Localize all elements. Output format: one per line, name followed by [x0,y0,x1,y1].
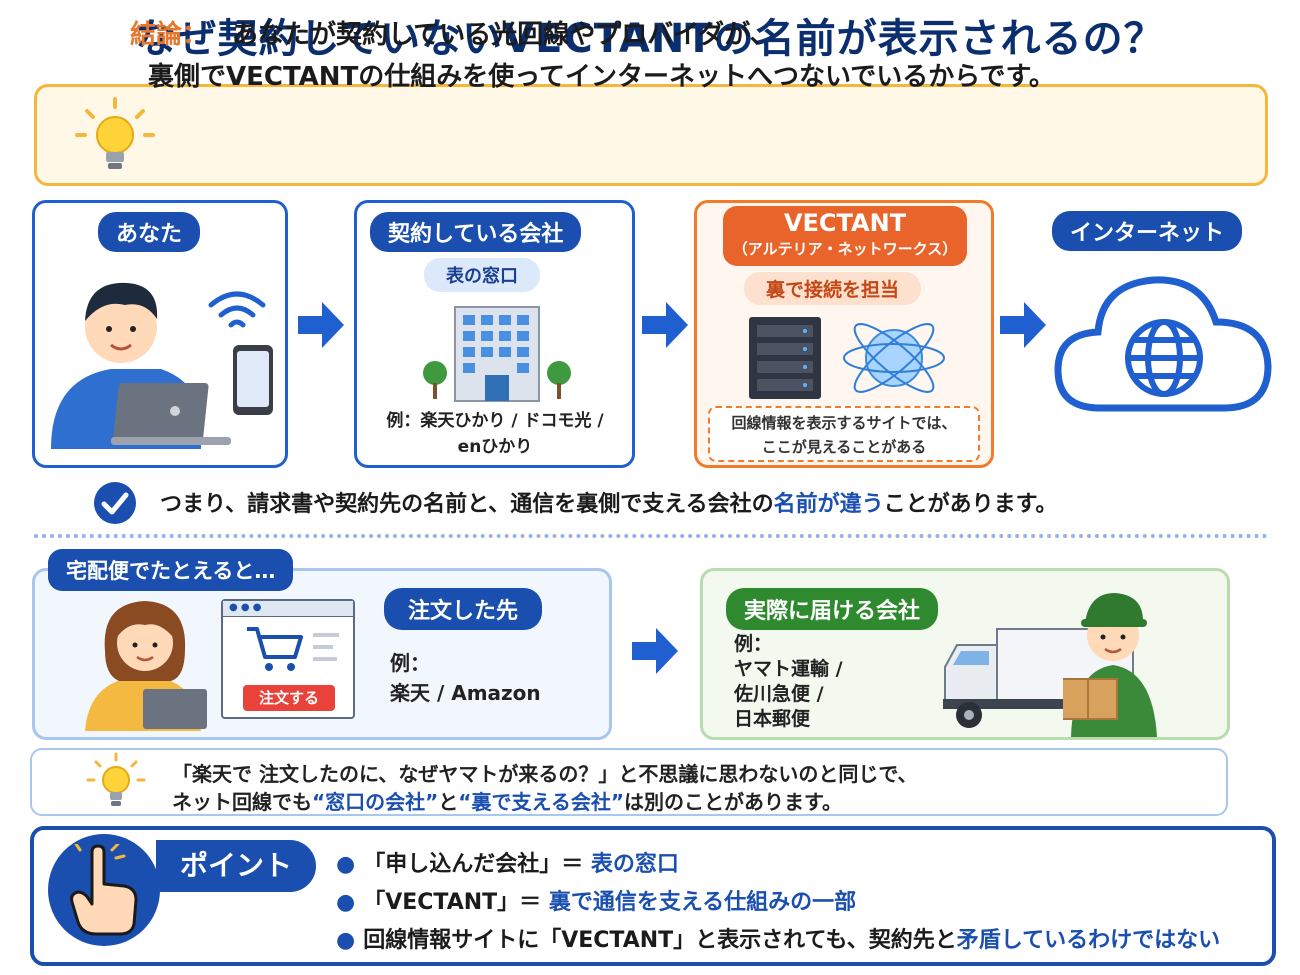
backend-role-badge: 裏で接続を担当 [744,272,922,305]
vectant-note-line-1: 回線情報を表示するサイトでは、 [731,414,957,432]
vectant-name: VECTANT [783,209,907,237]
person-with-laptop-illustration [51,282,273,449]
point-1-highlight: 表の窓口 [590,852,679,877]
lightbulb-icon [75,97,155,169]
ordered-from-example-head: 例： [390,651,430,675]
woman-with-laptop-illustration [85,601,207,731]
arrow-right-icon [632,628,678,674]
point-3-text: 回線情報サイトに「VECTANT」と表示されても、契約先と [363,928,957,953]
company-examples: 例：楽天ひかり / ドコモ光 / enひかり [370,408,620,460]
analogy-front-company: “窓口の会社” [312,790,439,814]
building-icon [423,306,571,402]
tree-icon [423,361,447,399]
flow-label-company: 契約している会社 [370,212,582,252]
analogy-back-company: “裏で支える会社” [458,790,624,814]
order-button[interactable]: 注文する [243,685,335,711]
lightbulb-icon [86,752,146,806]
point-2-highlight: 裏で通信を支える仕組みの一部 [548,890,857,915]
bullet-dot: ● [336,928,356,953]
check-icon [94,482,136,524]
globe-icon [843,323,945,393]
cart-icon [247,627,303,671]
browser-titlebar: ● ● ● [223,601,353,617]
summary-highlight: 名前が違う [773,492,884,517]
globe-icon [1125,319,1203,397]
cloud-icon [1054,276,1272,412]
flow-box-you [32,200,288,468]
analogy-tab: 宅配便でたとえると… [48,549,294,591]
conclusion-box [34,84,1268,186]
page-title: なぜ契約していないVECTANTの名前が表示されるの？ [135,16,1165,62]
analogy-text-a: ネット回線でも [172,790,312,814]
package-icon [1063,678,1118,720]
delivery-worker-illustration [1063,593,1157,737]
arrow-right-icon [642,302,688,348]
bullet-dot: ● [336,852,356,877]
browser-window: ● ● ● 注文する [221,599,355,719]
vectant-note-line-2: ここが見えることがある [761,438,927,456]
text-line-placeholder [313,657,337,661]
delivery-example-2: 佐川急便 / [734,683,824,705]
delivery-example-1: ヤマト運輸 / [734,658,843,680]
summary-pre: つまり、請求書や契約先の名前と、通信を裏側で支える会社の [160,492,774,517]
ordered-from-examples: 例： 楽天 / Amazon [390,648,541,708]
pointing-hand-icon [70,844,138,936]
delivery-company-examples: 例： ヤマト運輸 / 佐川急便 / 日本郵便 [734,632,843,732]
company-example-line-1: 例：楽天ひかり / ドコモ光 / [386,411,604,431]
analogy-text-e: は別のことがあります。 [624,790,842,814]
analogy-conclusion-line-2: ネット回線でも“窓口の会社”と“裏で支える会社”は別のことがあります。 [172,786,842,815]
point-item-1: ● 「申し込んだ会社」＝ 表の窓口 [336,846,679,878]
point-tab: ポイント [156,840,316,892]
bullet-dot: ● [336,890,356,915]
point-item-2: ● 「VECTANT」＝ 裏で通信を支える仕組みの一部 [336,884,856,916]
point-badge [48,834,160,946]
conclusion-heading: 結論： [130,20,209,50]
front-window-badge: 表の窓口 [424,258,540,292]
wifi-icon [208,291,266,328]
vectant-company: （アルテリア・ネットワークス） [732,240,958,258]
vectant-header: VECTANT （アルテリア・ネットワークス） [723,206,967,266]
company-example-line-2: enひかり [457,437,533,457]
point-2-text: 「VECTANT」＝ [363,890,542,915]
flow-label-internet: インターネット [1052,211,1243,251]
conclusion-line-1: あなたが契約している光回線やプロバイダが、 [232,20,776,50]
point-item-3: ● 回線情報サイトに「VECTANT」と表示されても、契約先と矛盾しているわけでは… [336,922,1220,954]
server-icon [749,317,821,399]
analogy-delivery-box [700,568,1230,740]
summary-post: ことがあります。 [883,492,1058,517]
point-3-highlight: 矛盾しているわけではない [956,928,1221,953]
arrow-right-icon [1000,302,1046,348]
point-1-text: 「申し込んだ会社」＝ [363,852,584,877]
text-line-placeholder [313,633,339,637]
ordered-from-example: 楽天 / Amazon [390,681,541,705]
section-divider [34,534,1268,538]
text-line-placeholder [313,645,333,649]
analogy-text-c: と [438,790,459,814]
vectant-note: 回線情報を表示するサイトでは、 ここが見えることがある [708,406,980,462]
arrow-right-icon [298,302,344,348]
delivery-example-head: 例： [734,633,773,655]
analogy-conclusion-box [30,748,1228,816]
summary-text: つまり、請求書や契約先の名前と、通信を裏側で支える会社の名前が違うことがあります… [160,486,1057,518]
conclusion-line-2: 裏側でVECTANTの仕組みを使ってインターネットへつないでいるからです。 [148,62,1055,92]
ordered-from-label: 注文した先 [384,588,543,630]
delivery-company-label: 実際に届ける会社 [726,588,939,630]
delivery-example-3: 日本郵便 [734,708,811,730]
tree-icon [547,361,571,399]
flow-label-you: あなた [98,212,201,252]
analogy-conclusion-line-1: 「楽天で 注文したのに、なぜヤマトが来るの？」と不思議に思わないのと同じで、 [172,762,918,786]
